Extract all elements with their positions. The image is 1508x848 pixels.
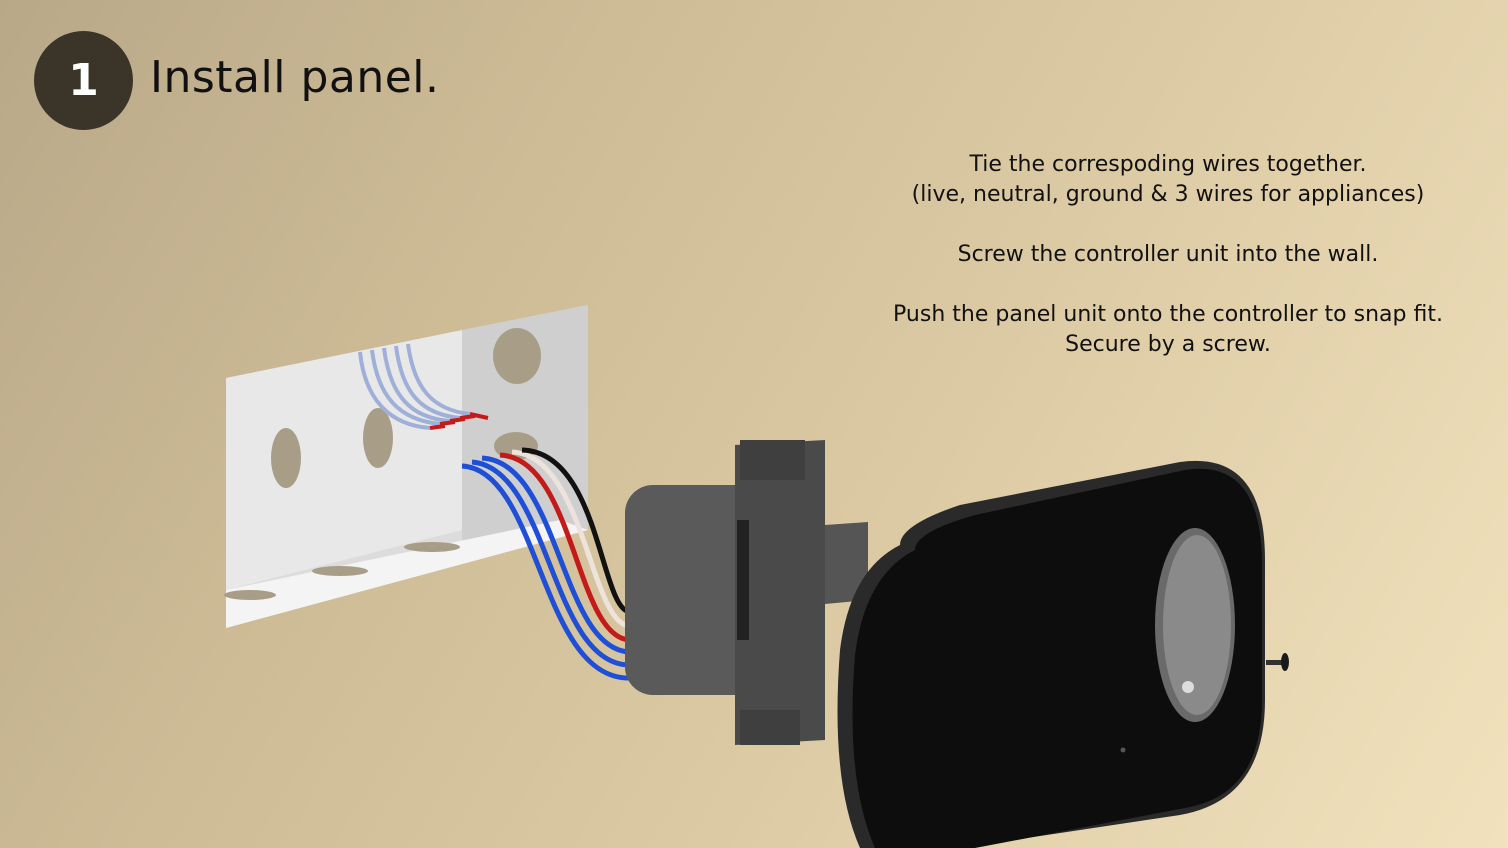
panel-unit bbox=[837, 460, 1265, 848]
controller-unit bbox=[625, 440, 868, 745]
page-title: Install panel. bbox=[150, 52, 440, 103]
instruction-1-line-2: (live, neutral, ground & 3 wires for app… bbox=[911, 182, 1425, 207]
wall-wires bbox=[358, 343, 489, 430]
instruction-2: Screw the controller unit into the wall. bbox=[957, 242, 1379, 267]
screw bbox=[1266, 653, 1289, 671]
step-number-badge: 1 bbox=[34, 31, 133, 130]
step-number: 1 bbox=[68, 55, 99, 106]
controller-wires bbox=[461, 447, 631, 681]
instructions-text: Tie the correspoding wires together. (li… bbox=[860, 150, 1476, 390]
instruction-1-line-1: Tie the correspoding wires together. bbox=[969, 152, 1367, 177]
wall-box bbox=[224, 305, 588, 628]
instruction-3-line-2: Secure by a screw. bbox=[1065, 332, 1271, 357]
instruction-3-line-1: Push the panel unit onto the controller … bbox=[893, 302, 1443, 327]
